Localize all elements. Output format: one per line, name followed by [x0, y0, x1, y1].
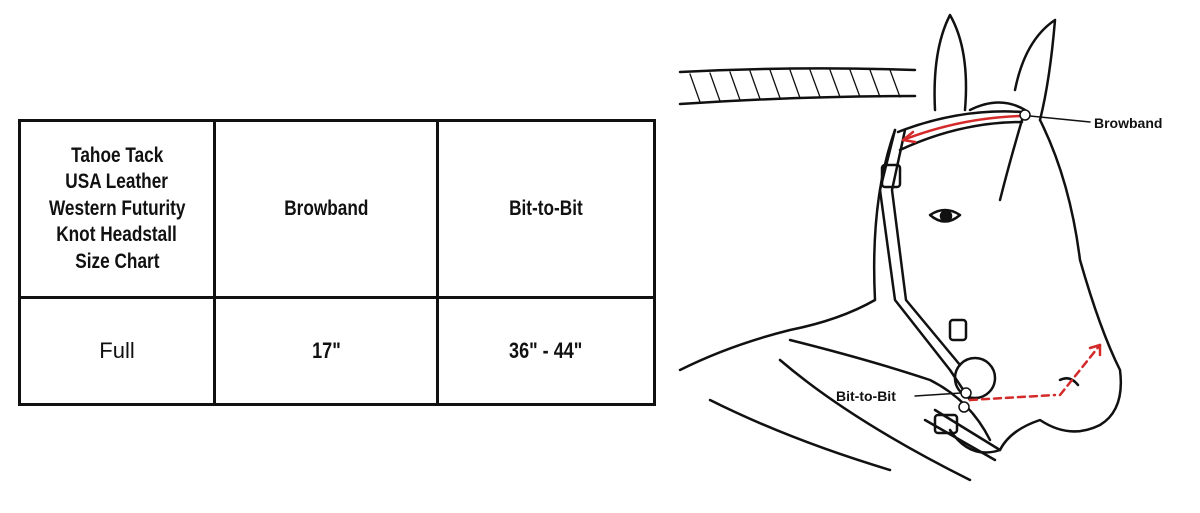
bit-to-bit-cell: 36" - 44"	[436, 296, 656, 406]
bit-to-bit-value: 36" - 44"	[509, 338, 583, 363]
bit-to-bit-arrow	[968, 393, 1057, 402]
browband-value: 17"	[311, 338, 341, 363]
horse-head-illustration	[678, 13, 1122, 482]
callout-lines	[914, 109, 1091, 413]
size-value: Full	[99, 338, 135, 363]
header-label: Bit-to-Bit	[509, 196, 583, 220]
title-line: Tahoe Tack	[70, 143, 164, 167]
title-line: Knot Headstall	[56, 223, 178, 247]
bit-to-bit-label: Bit-to-Bit	[836, 388, 896, 404]
header-bit-to-bit: Bit-to-Bit	[436, 119, 656, 299]
title-line: Size Chart	[74, 249, 160, 273]
title-line: Western Futurity	[48, 196, 186, 220]
browband-label: Browband	[1094, 115, 1163, 131]
browband-cell: 17"	[213, 296, 439, 406]
title-cell: Tahoe Tack USA Leather Western Futurity …	[18, 119, 216, 299]
table-row: Full 17" 36" - 44"	[18, 296, 656, 406]
size-chart-table: Tahoe Tack USA Leather Western Futurity …	[18, 119, 656, 406]
browband-arrow	[901, 114, 1022, 142]
table-header-row: Tahoe Tack USA Leather Western Futurity …	[18, 119, 656, 299]
header-label: Browband	[283, 196, 369, 220]
title-line: USA Leather	[65, 170, 169, 194]
headstall	[878, 110, 1024, 462]
header-browband: Browband	[213, 119, 439, 299]
size-cell: Full	[18, 296, 216, 406]
measurement-arrows	[901, 114, 1102, 402]
rope	[678, 67, 917, 106]
